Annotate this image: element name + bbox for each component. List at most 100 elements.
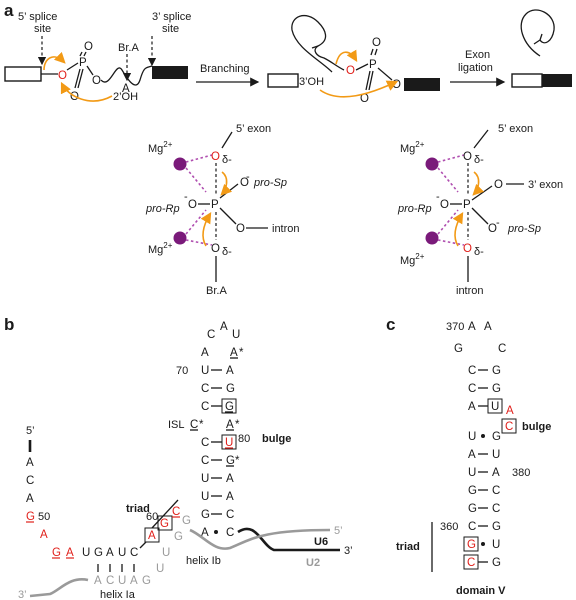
right-pro-sp: pro-Sp [507,223,541,235]
exon3-box [152,66,188,79]
svg-text:Mg2+: Mg2+ [148,241,173,256]
svg-text:C: C [201,455,209,467]
svg-text:P: P [463,199,471,211]
b-triad: triad [126,503,150,515]
svg-text:O: O [211,243,220,255]
svg-text:δ-: δ- [474,154,484,166]
svg-text:U: U [201,491,209,503]
b-bulge: bulge [262,433,291,445]
splice3-label-1: 3’ splice [152,11,191,23]
svg-text:A: A [492,467,500,479]
svg-text:C: C [468,383,476,395]
svg-text:A: A [226,473,234,485]
svg-text:G: G [94,547,103,559]
panel-b-label: b [4,315,14,334]
mechanism-right: Mg2+ Mg2+ O δ- 5’ exon P O 3’ exon pro-R… [397,123,563,297]
left-bra: Br.A [206,285,227,297]
right-exon5: 5’ exon [498,123,533,135]
svg-text:C: C [467,557,475,569]
svg-text:U: U [118,575,126,587]
svg-text:A: A [230,347,238,359]
svg-text:G: G [492,383,501,395]
helix-ia: helix Ia [100,589,136,600]
right-exon3: 3’ exon [528,179,563,191]
oh3-label: 3’OH [299,76,324,88]
svg-text:G: G [182,515,191,527]
svg-text:δ-: δ- [222,246,232,258]
branching-intermediate: 3’OH O P O O O [267,14,440,105]
svg-text:O: O [92,75,101,87]
svg-text:O: O [463,243,472,255]
helix-ib: helix Ib [186,555,221,567]
svg-text:C: C [492,485,500,497]
c-bulge: bulge [522,421,551,433]
svg-text:O: O [360,93,369,105]
svg-text:U: U [118,547,126,559]
branching-label: Branching [200,63,250,75]
svg-text:A: A [40,529,48,541]
svg-text:A: A [130,575,138,587]
svg-text:A: A [226,419,234,431]
n380: 380 [512,467,530,479]
mg-ion-top [173,157,187,171]
oxygen-red: O [58,70,67,82]
branching-reaction-step1: 5’ splice site 3’ splice site O P O O O … [4,11,191,103]
svg-text:G: G [468,503,477,515]
svg-text:*: * [235,419,240,431]
svg-text:G: G [492,521,501,533]
svg-text:G: G [226,455,235,467]
svg-text:-: - [246,171,250,183]
svg-text:A: A [26,457,34,469]
svg-text:O: O [346,65,355,77]
splice5-label-1: 5’ splice [18,11,57,23]
svg-text:U: U [225,437,233,449]
svg-text:A: A [468,401,476,413]
svg-text:G: G [226,383,235,395]
mechanism-left: Mg2+ Mg2+ O δ- 5’ exon P O - pro-Sp pro-… [145,123,300,297]
left-pro-sp: pro-Sp [253,177,287,189]
svg-text:A: A [220,321,228,333]
svg-text:A: A [106,547,114,559]
svg-text:U: U [201,473,209,485]
svg-text:C: C [498,343,506,355]
svg-text:P: P [79,57,87,69]
svg-text:*: * [239,347,244,359]
svg-text:G: G [492,557,501,569]
svg-text:Mg2+: Mg2+ [400,140,425,155]
n80: 80 [238,433,250,445]
svg-text:C: C [190,419,198,431]
svg-text:C: C [492,503,500,515]
svg-text:C: C [226,509,234,521]
right-pro-rp: pro-Rp [397,203,432,215]
exon-ligation-label-1: Exon [465,49,490,61]
n360: 360 [440,521,458,533]
svg-text:P: P [211,199,219,211]
u6-5prime: 5’ [26,425,35,437]
svg-text:δ-: δ- [474,246,484,258]
svg-text:O: O [211,151,220,163]
branch-a-label: Br.A [118,42,139,54]
svg-text:U: U [492,449,500,461]
svg-text:U: U [156,563,164,575]
exon5-box [4,66,42,82]
svg-text:A: A [26,493,34,505]
svg-text:C: C [226,527,234,539]
svg-text:Mg2+: Mg2+ [148,140,173,155]
svg-text:O: O [440,199,449,211]
svg-text:-: - [184,191,188,203]
svg-text:G: G [492,431,501,443]
n60: 60 [146,511,158,523]
n370: 370 [446,321,464,333]
svg-text:O: O [488,223,497,235]
svg-text:A: A [148,530,156,542]
n70: 70 [176,365,188,377]
svg-text:C: C [468,365,476,377]
u2-5prime: 5’ [334,525,343,537]
svg-text:C: C [106,575,114,587]
svg-text:G: G [454,343,463,355]
svg-text:U: U [201,365,209,377]
svg-text:O: O [463,151,472,163]
svg-text:G: G [468,485,477,497]
